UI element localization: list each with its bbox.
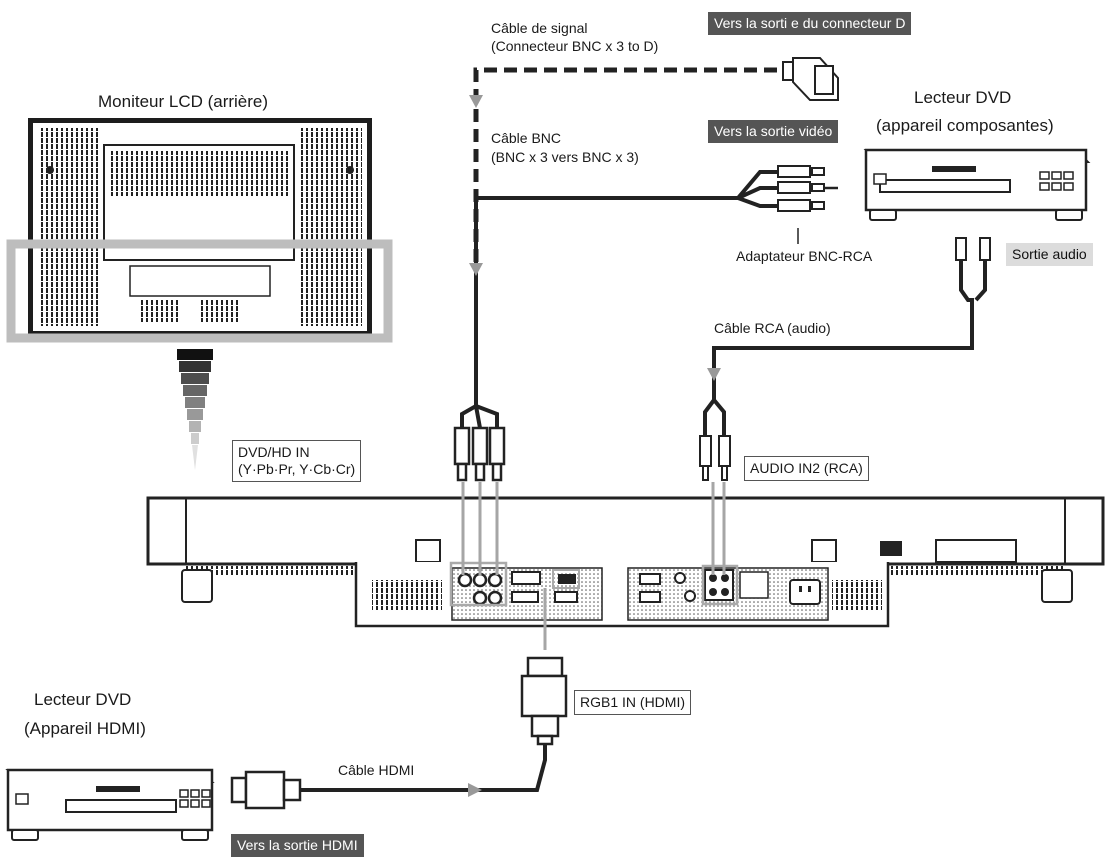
arrow-hdmi-right (468, 783, 482, 797)
bnc-cable-label-line1: Câble BNC (491, 130, 562, 146)
dvd-player-component-illustration (863, 148, 1091, 221)
rca-audio-cable-label: Câble RCA (audio) (714, 320, 831, 336)
monitor-title: Moniteur LCD (arrière) (98, 92, 269, 111)
signal-cable-label-line1: Câble de signal (491, 20, 588, 36)
hdmi-cable (300, 744, 547, 792)
zoom-indicator (177, 349, 213, 470)
arrow-audio-down (707, 368, 721, 381)
dvd-player-hdmi-illustration (5, 768, 215, 841)
rca-audio-cable (712, 260, 987, 400)
tag-to-d-connector: Vers la sorti e du connecteur D (708, 12, 912, 35)
dvd-component-title-line2: (appareil composantes) (876, 116, 1054, 135)
arrow-bnc-down (469, 263, 483, 276)
signal-cable-label-line2: (Connecteur BNC x 3 to D) (491, 38, 659, 54)
port-label-audio-in2: AUDIO IN2 (RCA) (744, 456, 869, 481)
bnc-cable (474, 196, 738, 408)
adapter-label: Adaptateur BNC-RCA (736, 248, 873, 264)
port-label-dvd-hd-in: DVD/HD IN (Y·Pb·Pr, Y·Cb·Cr) (232, 440, 362, 482)
port-label-rgb1-in: RGB1 IN (HDMI) (574, 690, 691, 715)
dvd-hdmi-title-line1: Lecteur DVD (34, 690, 132, 709)
port-leader-lines (461, 482, 726, 650)
bnc-rca-adapter-icon (777, 165, 825, 212)
monitor-port-highlight (6, 239, 393, 343)
dvd-hdmi-title-line2: (Appareil HDMI) (24, 719, 146, 738)
tag-to-hdmi-out: Vers la sortie HDMI (231, 834, 364, 857)
signal-cable (473, 67, 790, 262)
port-label-dvd-hd-in-line2: (Y·Pb·Pr, Y·Cb·Cr) (238, 461, 356, 477)
arrow-signal-down (469, 95, 483, 108)
monitor-bottom-illustration (146, 496, 1105, 628)
bnc-cable-label-line2: (BNC x 3 vers BNC x 3) (491, 149, 639, 165)
port-label-dvd-hd-in-line1: DVD/HD IN (238, 444, 310, 460)
dvd-component-title-line1: Lecteur DVD (914, 88, 1012, 107)
hdmi-cable-label: Câble HDMI (338, 762, 415, 778)
rca-audio-plugs-bottom (699, 435, 731, 481)
monitor-rear-illustration (28, 118, 372, 336)
hdmi-plug-monitor (520, 656, 568, 746)
port-highlight-audio (701, 564, 739, 606)
rca-audio-plugs-top (955, 237, 991, 261)
tag-to-video-out: Vers la sortie vidéo (708, 120, 839, 143)
bnc-connectors (453, 426, 506, 482)
d-connector-icon (782, 57, 839, 101)
port-highlight-hdmi (552, 569, 580, 589)
hdmi-plug-player (230, 770, 302, 810)
tag-audio-out: Sortie audio (1006, 243, 1093, 266)
